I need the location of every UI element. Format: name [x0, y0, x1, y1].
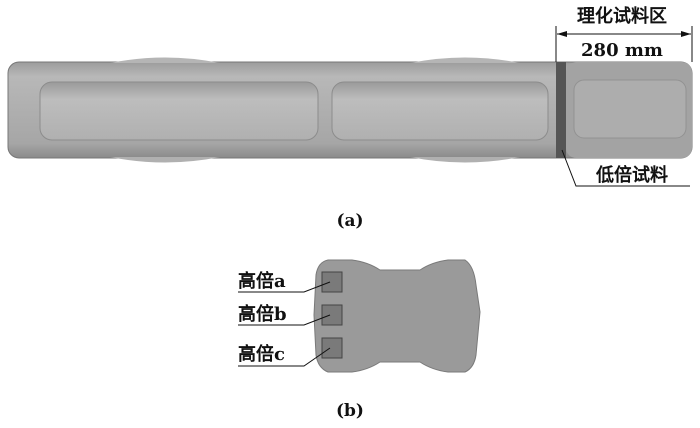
pocket [573, 79, 687, 139]
leader-b [238, 314, 331, 326]
dimension-label: 280 mm [581, 40, 663, 61]
low-mag-label: 低倍试料 [595, 164, 668, 186]
caption-a: (a) [336, 211, 363, 231]
caption-b: (b) [336, 401, 364, 421]
dimension: 理化试料区 280 mm [555, 5, 693, 62]
sample-a [321, 271, 343, 293]
sample-b [321, 304, 343, 326]
cross-section [313, 259, 481, 373]
billet-bar [7, 57, 693, 163]
pocket [39, 81, 319, 141]
sample-c [321, 337, 343, 359]
sample-label-b: 高倍b [238, 303, 287, 325]
leader-a [238, 281, 331, 293]
leader-c [238, 347, 331, 367]
bump [410, 157, 520, 163]
sample-label-a: 高倍a [238, 270, 286, 292]
bump [410, 57, 520, 63]
bump [110, 57, 220, 63]
low-mag-callout: 低倍试料 [561, 149, 690, 187]
low-mag-strip [556, 62, 566, 158]
sample-label-c: 高倍c [238, 343, 285, 365]
pocket [331, 81, 549, 141]
bump [110, 157, 220, 163]
zone-label: 理化试料区 [577, 5, 667, 27]
